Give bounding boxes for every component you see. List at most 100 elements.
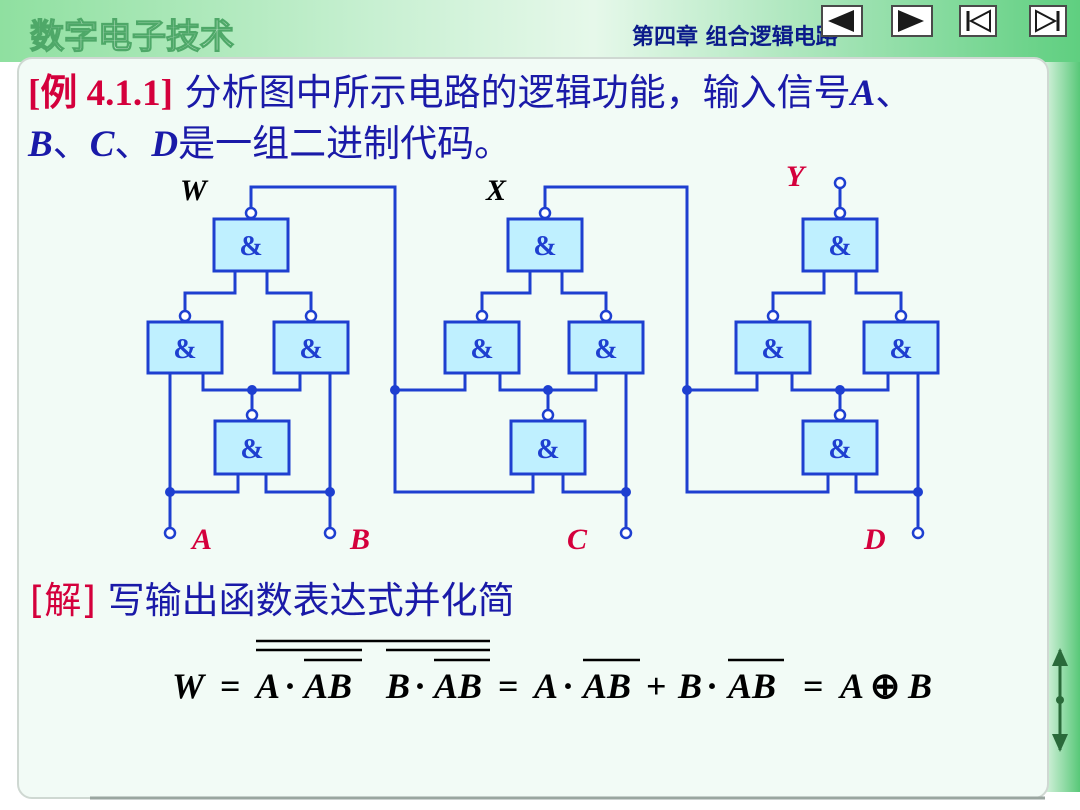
nand-bubble [894,309,908,323]
scroll-indicator-icon[interactable] [1052,648,1068,752]
triangle-left-icon [828,10,854,32]
gate-label: & [828,434,851,465]
solution-text: 写输出函数表达式并化简 [107,579,515,622]
input-label-a: A [190,523,212,556]
nand-bubble [833,206,847,220]
junction-dot [390,385,400,395]
wire [685,390,830,494]
solution-tag: [解] [30,579,96,622]
formula-xor: ⊕ [870,666,900,706]
nand-gate: & [862,320,940,375]
skip-last-icon [1035,9,1058,33]
terminal-c [619,526,633,540]
nand-bubble [244,206,258,220]
nand-gate: & [212,217,290,273]
problem-text: 分析图中所示电路的逻辑功能，输入信号 [184,71,851,114]
nand-gate: & [213,419,291,476]
gate-label: & [470,334,493,365]
gate-label: & [889,334,912,365]
gate-label: & [533,231,556,262]
gate-label: & [761,334,784,365]
terminal-a [163,526,177,540]
formula-term: AB [432,666,482,706]
var-d: D [151,124,179,165]
wire [561,373,628,494]
formula-term: B [907,666,932,706]
formula-term: B [385,666,410,706]
gate-label: & [240,434,263,465]
gate-label: & [299,334,322,365]
junction-dot [325,487,335,497]
formula-eq: = [498,666,519,706]
terminal-d [911,526,925,540]
wire [543,185,689,390]
junction-dot [913,487,923,497]
first-slide-button[interactable] [959,5,997,37]
separator: 、 [52,122,90,165]
problem-statement: [例 4.1.1] 分析图中所示电路的逻辑功能，输入信号A、 B、C、D是一组二… [28,68,1058,170]
separator: 、 [114,122,152,165]
junction-dot [543,385,553,395]
input-label-b: B [349,523,370,556]
formula-dot: · [284,666,296,706]
formula-eq: = [803,666,824,706]
inversion-bubbles [163,176,925,540]
wire [480,271,532,321]
wire [395,373,467,392]
junctions [165,385,923,497]
problem-text: 是一组二进制代码。 [178,122,512,165]
formula-term: A [254,666,280,706]
junction-dot [621,487,631,497]
junction-dot [247,385,257,395]
formula: W = A · AB B · AB = A · AB + B · AB = A … [172,666,932,706]
output-label-y: Y [786,160,807,193]
wire [265,271,313,321]
formula-lhs: W [172,666,207,706]
nand-gate: & [734,320,812,375]
separator: 、 [875,71,913,114]
nand-bubble [599,309,613,323]
example-tag: [例 4.1.1] [28,73,173,114]
nand-bubble [178,309,192,323]
junction-dot [682,385,692,395]
nand-bubble [304,309,318,323]
formula-term: AB [581,666,631,706]
wire [560,271,608,321]
formula-overbars [256,639,784,662]
wire [854,271,903,321]
nand-gate: & [146,320,224,375]
nand-bubble [538,206,552,220]
chapter-title: 第四章 组合逻辑电路 [632,24,839,50]
prev-slide-button[interactable] [821,5,863,37]
gate-label: & [239,231,262,262]
wire [183,271,237,321]
formula-term: AB [302,666,352,706]
output-label-x: X [485,174,507,207]
nand-bubble [245,408,259,422]
nand-bubble [541,408,555,422]
formula-dot: · [562,666,574,706]
formula-dot: · [414,666,426,706]
nand-gate: & [801,419,879,476]
nand-gate: & [509,419,587,476]
solution-heading: [解] 写输出函数表达式并化简 [30,570,515,624]
var-c: C [89,124,115,165]
wire [771,271,826,321]
formula-dot: · [706,666,718,706]
skip-first-icon [968,9,991,33]
junction-dot [165,487,175,497]
nand-gate: & [506,217,584,273]
var-b: B [28,124,53,165]
junction-dot [835,385,845,395]
nand-bubble [475,309,489,323]
gate-label: & [828,231,851,262]
next-slide-button[interactable] [891,5,933,37]
formula-plus: + [646,666,667,706]
gate-label: & [536,434,559,465]
last-slide-button[interactable] [1029,5,1067,37]
input-label-d: D [863,523,886,556]
output-label-w: W [180,174,209,207]
wire [168,373,240,494]
nand-bubble [766,309,780,323]
